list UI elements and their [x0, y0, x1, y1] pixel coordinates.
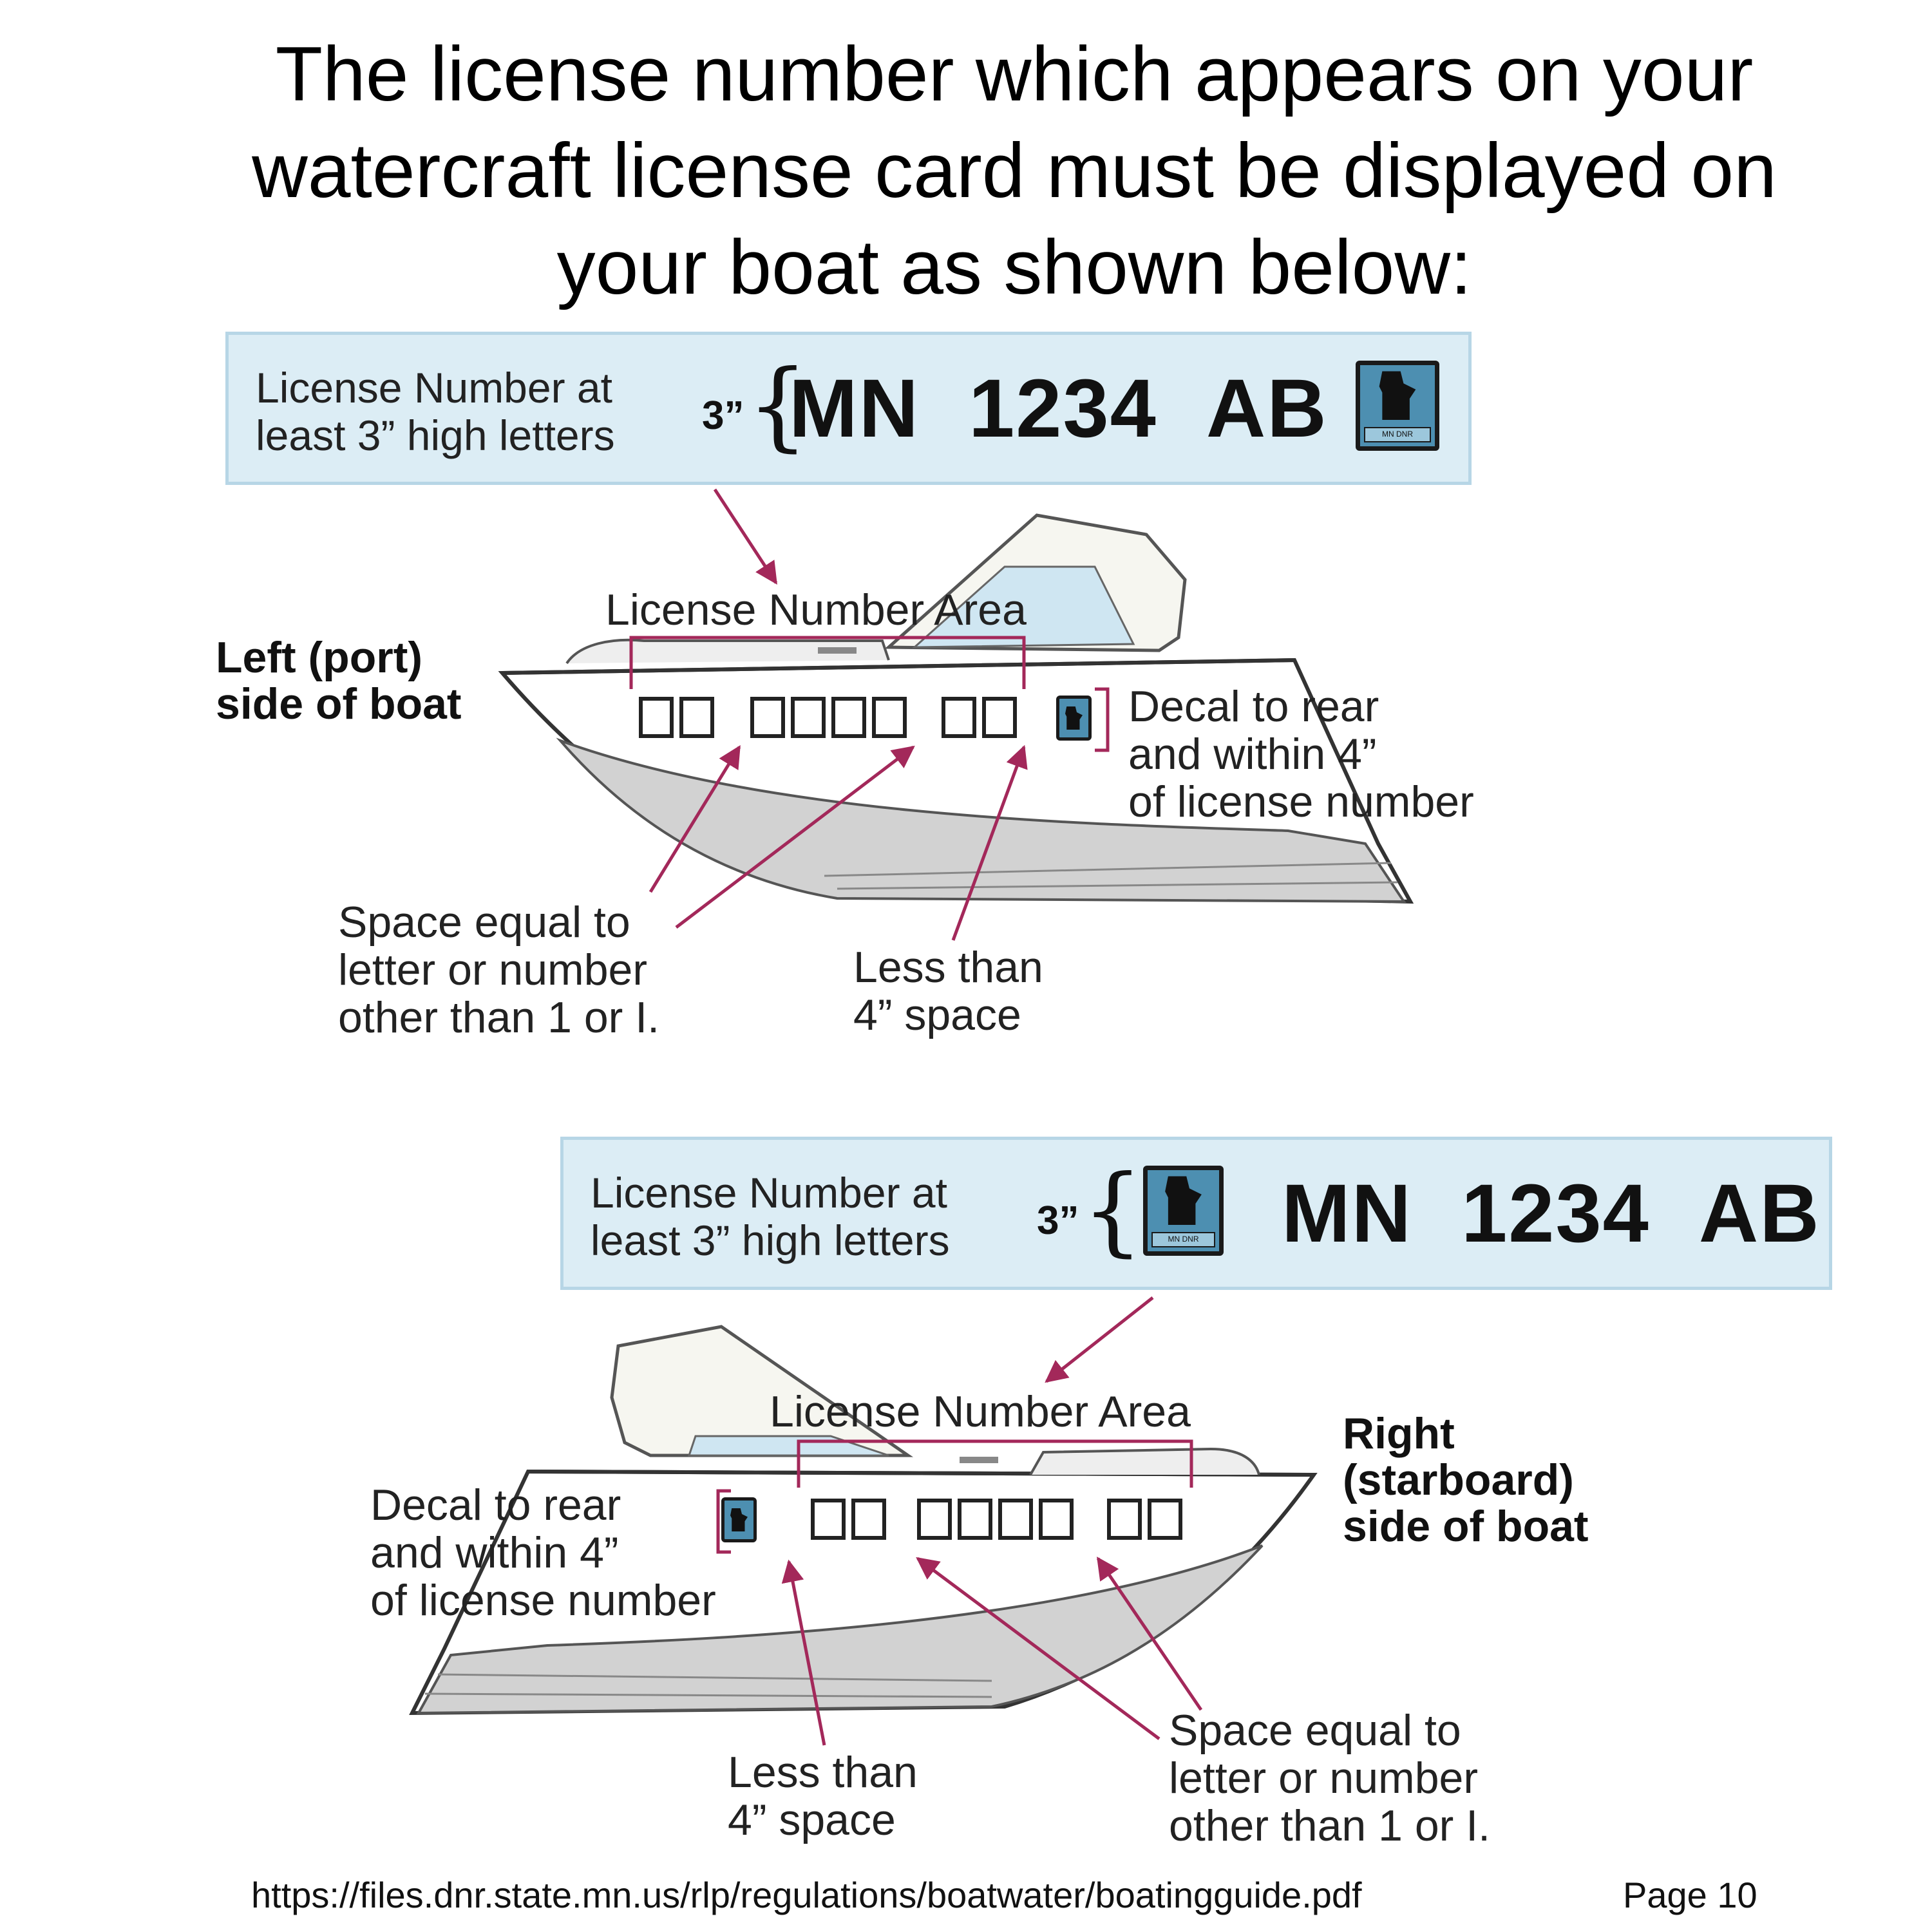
port-arrow-space-1	[649, 745, 741, 893]
port-license-plate: License Number at least 3” high letters …	[225, 332, 1472, 485]
port-area-label: License Number Area	[605, 585, 1027, 634]
starboard-decal-note: Decal to rear and within 4” of license n…	[370, 1481, 716, 1624]
port-plate-digits: 1234	[969, 363, 1157, 455]
minnesota-icon	[1379, 371, 1416, 421]
starboard-arrows	[781, 1296, 1203, 1746]
port-less-note-line-2: 4” space	[853, 990, 1021, 1039]
starboard-side-label-line-2: (starboard)	[1343, 1455, 1574, 1504]
port-plate-letters: AB	[1206, 363, 1328, 455]
port-plate-decal-icon: MN DNR	[1356, 361, 1439, 451]
port-less-note: Less than 4” space	[853, 943, 1043, 1039]
starboard-arrow-less	[781, 1559, 826, 1746]
port-arrow-plate-to-area	[713, 488, 778, 585]
starboard-decal-note-line-3: of license number	[370, 1576, 716, 1625]
title-line-2: watercraft license card must be displaye…	[252, 128, 1777, 214]
starboard-decal-note-line-2: and within 4”	[370, 1528, 619, 1577]
starboard-plate-label: License Number at least 3” high letters	[591, 1169, 950, 1264]
port-plate-label-line-2: least 3” high letters	[256, 412, 615, 459]
port-boat-decal-icon	[1056, 696, 1092, 741]
starboard-plate-state: MN	[1282, 1168, 1413, 1260]
port-decal-caption: MN DNR	[1364, 427, 1431, 442]
port-decal-note-line-2: and within 4”	[1128, 730, 1377, 779]
starboard-arrow-space-1	[916, 1557, 1160, 1741]
starboard-boat-decal-icon	[721, 1497, 757, 1542]
port-side-label-line-2: side of boat	[216, 679, 462, 728]
port-decal-note-line-1: Decal to rear	[1128, 682, 1379, 731]
port-plate-size: 3”	[702, 393, 744, 438]
starboard-arrow-space-2	[1096, 1557, 1203, 1711]
port-arrows	[649, 488, 1028, 941]
starboard-plate-brace: {	[1082, 1155, 1144, 1267]
port-plate-label: License Number at least 3” high letters	[256, 364, 615, 459]
starboard-plate-label-line-2: least 3” high letters	[591, 1217, 950, 1264]
minnesota-icon	[1065, 706, 1083, 730]
port-side-label: Left (port) side of boat	[216, 634, 462, 727]
starboard-area-bracket	[797, 1439, 1193, 1488]
starboard-side-label-line-1: Right	[1343, 1409, 1455, 1458]
source-url: https://files.dnr.state.mn.us/rlp/regula…	[251, 1875, 1362, 1915]
starboard-space-note: Space equal to letter or number other th…	[1169, 1707, 1490, 1850]
port-arrow-space-2	[675, 745, 915, 929]
port-space-note-line-3: other than 1 or I.	[338, 993, 659, 1042]
port-decal-note: Decal to rear and within 4” of license n…	[1128, 683, 1474, 826]
starboard-plate-decal-icon: MN DNR	[1143, 1166, 1224, 1256]
starboard-space-note-line-2: letter or number	[1169, 1754, 1478, 1803]
port-side-label-line-1: Left (port)	[216, 633, 423, 682]
starboard-arrow-plate-to-area	[1045, 1296, 1154, 1383]
starboard-side-label: Right (starboard) side of boat	[1343, 1410, 1589, 1549]
port-decal-note-line-3: of license number	[1128, 777, 1474, 826]
port-boat	[498, 513, 1414, 904]
starboard-area-label: License Number Area	[770, 1387, 1191, 1436]
starboard-decal-note-line-1: Decal to rear	[370, 1481, 621, 1530]
page-number: Page 10	[1623, 1875, 1757, 1915]
title-line-1: The license number which appears on your	[275, 31, 1754, 117]
port-plate-label-line-1: License Number at	[256, 364, 612, 412]
port-area-bracket	[629, 636, 1026, 689]
starboard-less-note-line-1: Less than	[728, 1748, 918, 1797]
starboard-side-label-line-3: side of boat	[1343, 1502, 1589, 1551]
starboard-decal-caption: MN DNR	[1151, 1232, 1215, 1247]
starboard-space-note-line-1: Space equal to	[1169, 1706, 1461, 1755]
port-space-note: Space equal to letter or number other th…	[338, 898, 659, 1041]
starboard-letter-boxes	[811, 1499, 1182, 1540]
port-plate-state: MN	[789, 363, 920, 455]
starboard-less-note: Less than 4” space	[728, 1748, 918, 1844]
starboard-plate-size: 3”	[1037, 1198, 1079, 1243]
starboard-license-plate: License Number at least 3” high letters …	[560, 1137, 1832, 1290]
starboard-space-note-line-3: other than 1 or I.	[1169, 1801, 1490, 1850]
port-space-note-line-1: Space equal to	[338, 898, 630, 947]
port-arrow-less	[951, 744, 1028, 941]
port-space-note-line-2: letter or number	[338, 945, 647, 994]
minnesota-icon	[730, 1508, 748, 1531]
starboard-plate-label-line-1: License Number at	[591, 1169, 947, 1217]
starboard-plate-digits: 1234	[1461, 1168, 1650, 1260]
starboard-plate-letters: AB	[1698, 1168, 1821, 1260]
starboard-windshield	[610, 1325, 914, 1457]
port-letter-boxes	[639, 697, 1017, 738]
starboard-less-note-line-2: 4” space	[728, 1795, 896, 1844]
minnesota-icon	[1165, 1176, 1202, 1226]
port-plate-brace: {	[747, 350, 809, 462]
starboard-boat	[409, 1325, 1318, 1716]
port-less-note-line-1: Less than	[853, 943, 1043, 992]
page-title: The license number which appears on your…	[0, 26, 1932, 316]
title-line-3: your boat as shown below:	[556, 224, 1472, 310]
